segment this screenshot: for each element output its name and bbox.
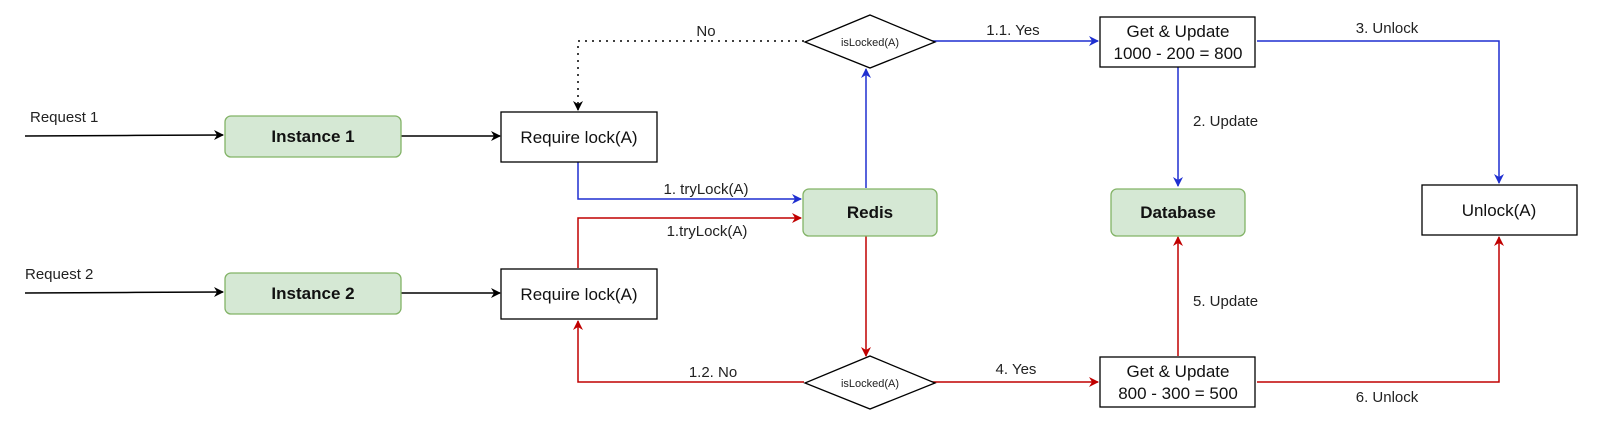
get-update-top-line1: Get & Update bbox=[1126, 22, 1229, 41]
edge-label-yes-bottom: 4. Yes bbox=[996, 361, 1037, 378]
is-locked-top-diamond bbox=[803, 14, 937, 69]
edge-label-no-bottom: 1.2. No bbox=[689, 364, 737, 381]
is-locked-bottom-diamond bbox=[803, 355, 937, 410]
is-locked-bottom-label: isLocked(A) bbox=[841, 378, 899, 390]
edge-label-unlock-bottom: 6. Unlock bbox=[1356, 389, 1419, 406]
edge-label-trylock-2: 1.tryLock(A) bbox=[667, 223, 748, 240]
get-update-bottom-box bbox=[1099, 356, 1256, 408]
unlock-box bbox=[1421, 184, 1578, 236]
database-label: Database bbox=[1140, 203, 1216, 222]
require-lock-1-label: Require lock(A) bbox=[520, 128, 637, 147]
edge-label-no-top: No bbox=[696, 23, 715, 40]
require-lock-1-box bbox=[500, 111, 658, 163]
redis-box bbox=[802, 188, 938, 237]
instance2-box bbox=[224, 272, 402, 315]
database-box bbox=[1110, 188, 1246, 237]
instance1-label: Instance 1 bbox=[271, 127, 354, 146]
get-update-top-line2: 1000 - 200 = 800 bbox=[1113, 44, 1242, 63]
edge-label-trylock-1: 1. tryLock(A) bbox=[663, 181, 748, 198]
require-lock-2-label: Require lock(A) bbox=[520, 285, 637, 304]
edge-label-unlock-top: 3. Unlock bbox=[1356, 20, 1419, 37]
edge-request2-instance2 bbox=[24, 287, 224, 298]
instance2-label: Instance 2 bbox=[271, 284, 354, 303]
edge-trylock-2 bbox=[577, 213, 802, 268]
unlock-label: Unlock(A) bbox=[1462, 201, 1537, 220]
edge-trylock-1 bbox=[577, 162, 802, 204]
edge-no-top-dotted bbox=[573, 40, 804, 111]
redis-label: Redis bbox=[847, 203, 893, 222]
edge-unlock-bottom bbox=[1257, 236, 1504, 383]
edge-unlock-top bbox=[1257, 40, 1504, 184]
edge-no-bottom bbox=[573, 320, 804, 383]
require-lock-2-box bbox=[500, 268, 658, 320]
edge-label-update-top: 2. Update bbox=[1193, 113, 1258, 130]
instance1-box bbox=[224, 115, 402, 158]
edge-label-yes-top: 1.1. Yes bbox=[986, 22, 1039, 39]
is-locked-top-label: isLocked(A) bbox=[841, 37, 899, 49]
request2-label: Request 2 bbox=[25, 266, 93, 283]
edge-label-update-bottom: 5. Update bbox=[1193, 293, 1258, 310]
get-update-bottom-line2: 800 - 300 = 500 bbox=[1118, 384, 1238, 403]
get-update-bottom-line1: Get & Update bbox=[1126, 362, 1229, 381]
get-update-top-box bbox=[1099, 16, 1256, 68]
edge-request1-instance1 bbox=[24, 130, 224, 141]
request1-label: Request 1 bbox=[30, 109, 98, 126]
